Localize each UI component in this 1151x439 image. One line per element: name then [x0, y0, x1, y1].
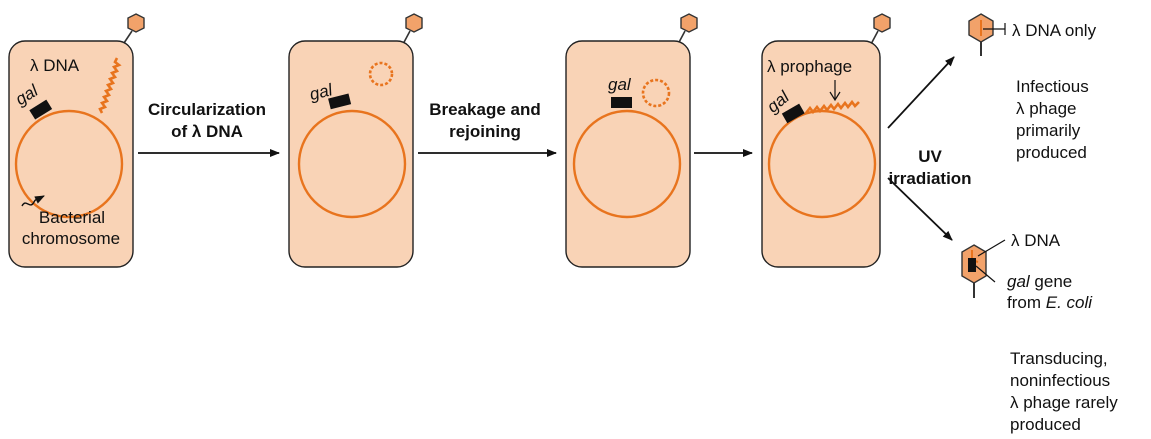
uv-irradiation-step: UV irradiation: [887, 56, 972, 241]
gal-gene-label: gal gene: [1007, 272, 1072, 291]
lambda-dna-pairing: [641, 78, 671, 108]
bacterial-cell: [8, 40, 134, 268]
from-ecoli-label: from E. coli: [1007, 293, 1093, 312]
phage-head-icon: [680, 13, 698, 33]
arrow-to-normal-phage: [887, 56, 955, 129]
bacterial-chromosome: [14, 109, 124, 219]
gal-gene: [611, 97, 632, 108]
cell-3-integration: gal: [565, 13, 698, 268]
bottom-desc-3: λ phage rarely: [1010, 393, 1118, 412]
top-desc-3: primarily: [1016, 121, 1081, 140]
step-breakage-rejoining: Breakage and rejoining: [418, 100, 557, 157]
top-desc-2: λ phage: [1016, 99, 1077, 118]
gal-label: gal: [608, 75, 632, 94]
integrated-prophage: [804, 99, 860, 115]
bacterial-label: Bacterial: [39, 208, 105, 227]
gal-gene: [29, 99, 53, 120]
bottom-desc-4: produced: [1010, 415, 1081, 434]
gal-gene: [968, 258, 976, 272]
pointer-arrow: [21, 195, 45, 207]
bottom-desc-2: noninfectious: [1010, 371, 1110, 390]
top-desc-1: Infectious: [1016, 77, 1089, 96]
prophage-label: λ prophage: [767, 57, 852, 76]
step-circularization: Circularization of λ DNA: [138, 100, 280, 157]
cell-1-lambda-infected: λ DNA gal Bacterial chromosome: [8, 13, 145, 268]
cell-4-prophage: gal λ prophage: [761, 13, 891, 268]
bacterial-cell: [288, 40, 414, 268]
bacterial-chromosome: [767, 109, 877, 219]
bacterial-chromosome: [297, 109, 407, 219]
gal-gene: [781, 103, 805, 124]
chromosome-label: chromosome: [22, 229, 120, 248]
bacterial-chromosome: [572, 109, 682, 219]
phage-head-icon: [873, 13, 891, 33]
bacterial-cell: [761, 40, 881, 268]
bottom-lambda-dna-label: λ DNA: [1011, 231, 1061, 250]
top-desc-4: produced: [1016, 143, 1087, 162]
outcome-infectious-phage: λ DNA only Infectious λ phage primarily …: [968, 13, 1097, 162]
linear-lambda-dna: [98, 57, 122, 114]
uv-line2: irradiation: [888, 169, 971, 188]
step1-line2: of λ DNA: [171, 122, 243, 141]
arrow-to-transducing-phage: [887, 177, 953, 241]
outcome-transducing-phage: λ DNA gal gene from E. coli Transducing,…: [961, 231, 1118, 434]
lambda-dna-label: λ DNA: [30, 56, 80, 75]
lambda-dna-only-label: λ DNA only: [1012, 21, 1097, 40]
circular-lambda-dna: [368, 61, 394, 87]
bacterial-cell: [565, 40, 691, 268]
step2-line1: Breakage and: [429, 100, 541, 119]
step2-line2: rejoining: [449, 122, 521, 141]
step1-line1: Circularization: [148, 100, 266, 119]
uv-line1: UV: [918, 147, 942, 166]
bottom-desc-1: Transducing,: [1010, 349, 1108, 368]
cell-2-circular-lambda: gal: [288, 13, 423, 268]
phage-head-icon: [405, 13, 423, 33]
phage-head-icon: [127, 13, 145, 33]
gal-gene: [328, 93, 352, 110]
